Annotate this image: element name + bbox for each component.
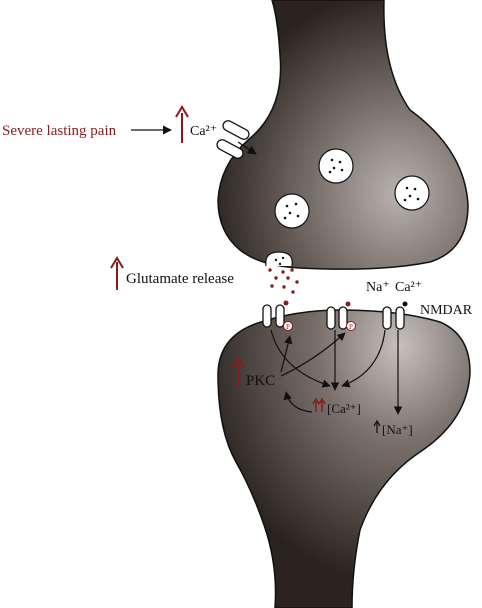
- signaling-arrows: [270, 329, 403, 415]
- severe-pain-label: Severe lasting pain: [2, 123, 117, 139]
- up-arrow-icon: [312, 397, 326, 412]
- vesicle: [274, 193, 310, 229]
- postsynaptic-terminal: [217, 309, 471, 608]
- glutamate-molecules: [268, 268, 299, 294]
- nmdar-label: NMDAR: [420, 303, 473, 318]
- pkc-label: PKC: [246, 373, 275, 389]
- phosphate-icon: P: [283, 321, 293, 331]
- glutamate-release-label: Glutamate release: [126, 271, 234, 287]
- sodium-ion-label: Na⁺: [366, 280, 390, 295]
- fusing-vesicle: [265, 251, 293, 267]
- vesicle: [394, 175, 430, 211]
- presynaptic-terminal: [217, 0, 469, 270]
- calcium-label: Ca²⁺: [190, 124, 217, 139]
- svg-text:P: P: [349, 323, 353, 331]
- up-arrow-icon: [231, 356, 245, 388]
- sodium-concentration-label: [Na⁺]: [382, 422, 413, 437]
- up-arrow-icon: [175, 105, 189, 143]
- up-arrow-icon: [373, 419, 381, 433]
- calcium-channel: [216, 120, 250, 159]
- svg-text:P: P: [286, 323, 290, 331]
- calcium-concentration-label: [Ca²⁺]: [327, 401, 361, 416]
- vesicle: [318, 148, 354, 184]
- channel-icon: [262, 304, 405, 330]
- phosphate-icon: P: [346, 321, 356, 331]
- calcium-ion-label: Ca²⁺: [395, 280, 422, 295]
- up-arrow-icon: [110, 256, 124, 290]
